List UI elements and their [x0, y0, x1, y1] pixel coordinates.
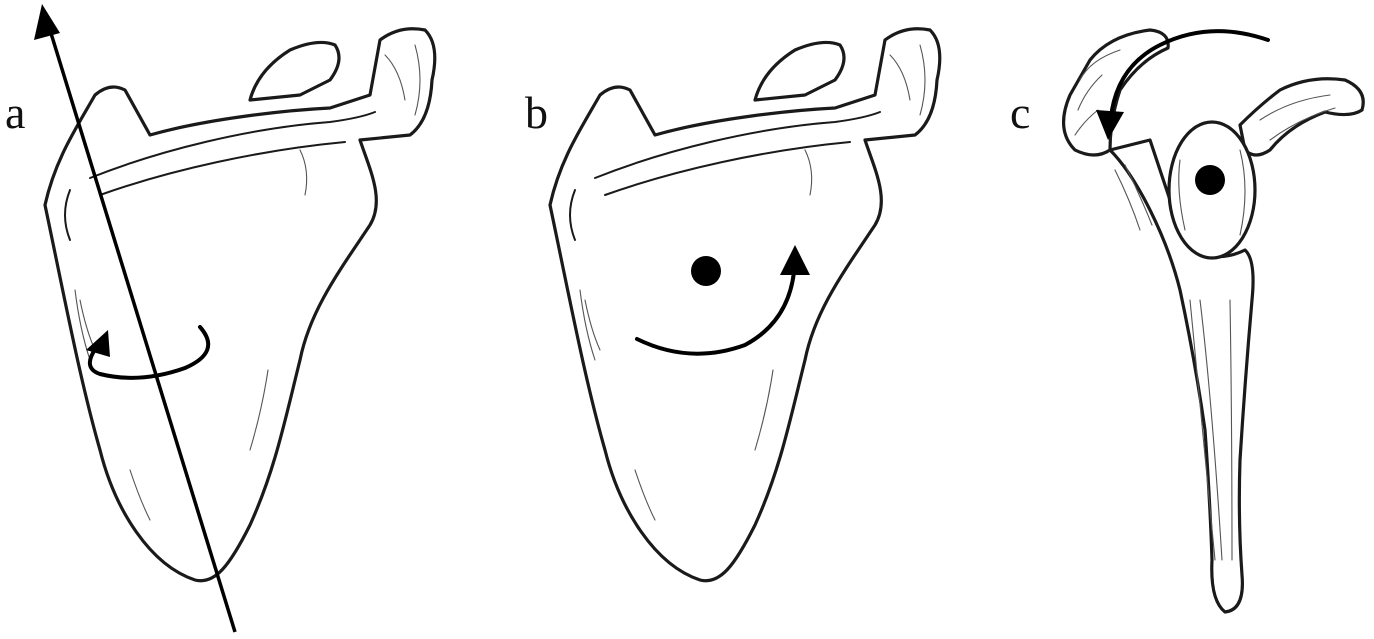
panel-label-b: b	[525, 87, 548, 138]
scapula-posterior-view-b	[550, 29, 940, 581]
panel-c: c	[1010, 30, 1363, 612]
axis-arrow-head	[34, 4, 60, 40]
scapula-posterior-view-a	[45, 29, 435, 581]
pivot-point-b	[691, 256, 721, 286]
panel-label-a: a	[5, 87, 25, 138]
panel-b: b	[525, 29, 940, 581]
panel-label-c: c	[1010, 87, 1030, 138]
panel-a: a	[5, 4, 435, 632]
pivot-point-c	[1195, 165, 1225, 195]
